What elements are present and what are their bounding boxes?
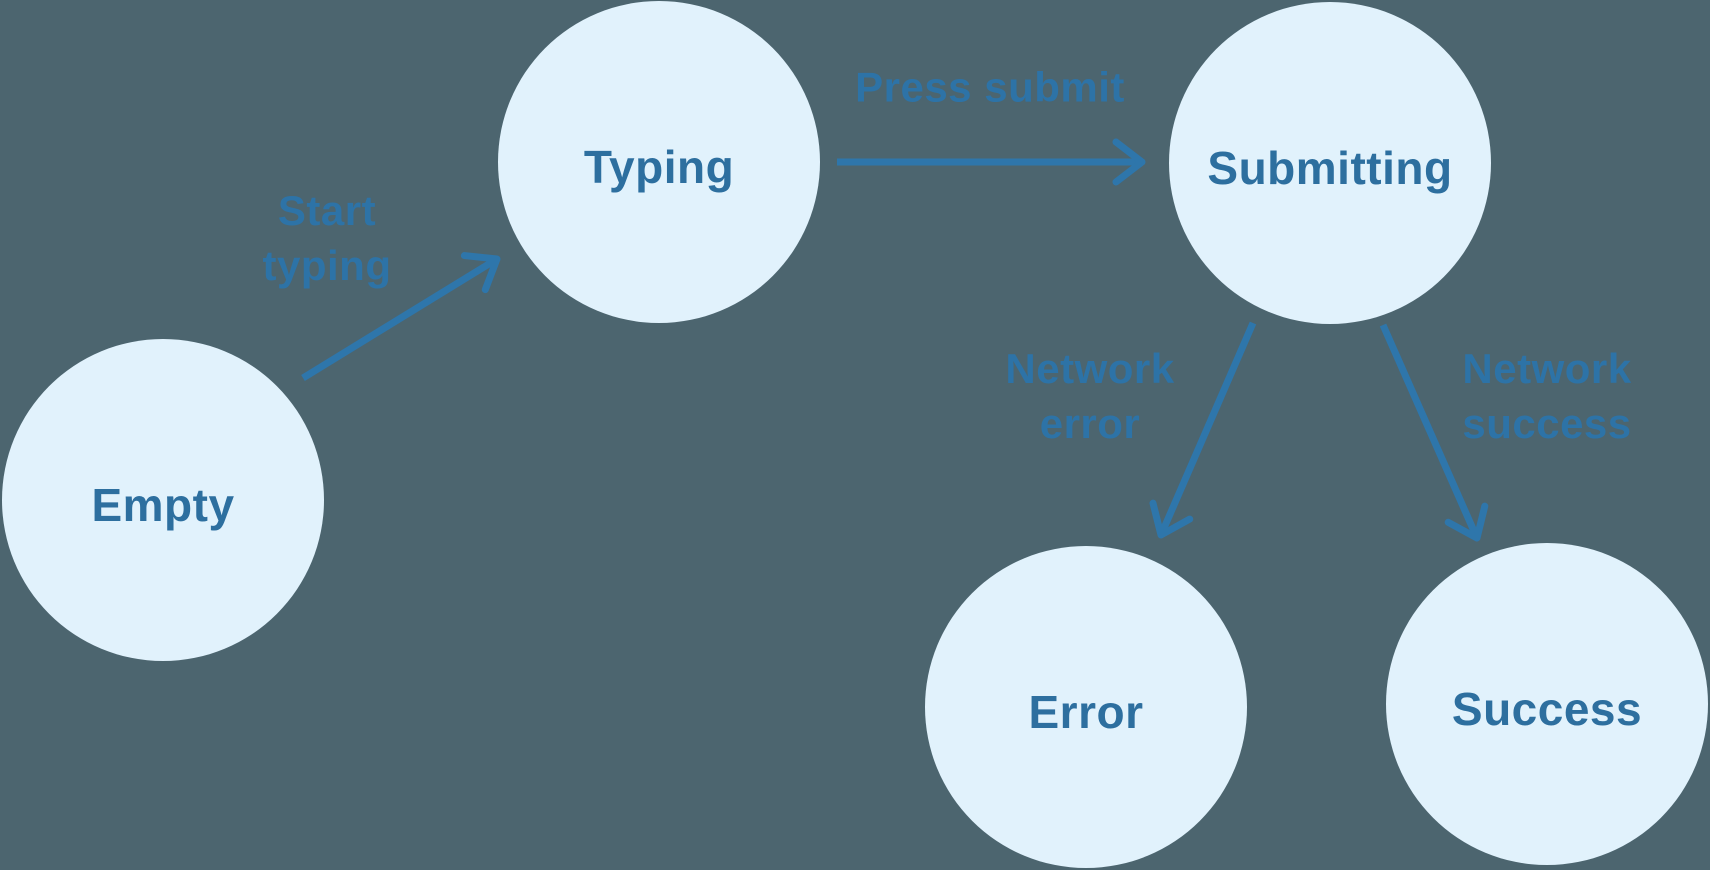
- edge-label-line: typing: [262, 242, 392, 289]
- edge-label-typing-to-submitting: Press submit: [855, 60, 1125, 115]
- edge-submitting-to-error-line: [1159, 321, 1257, 532]
- edge-empty-to-typing-line: [301, 258, 495, 381]
- edge-label-submitting-to-success: Network success: [1462, 341, 1631, 451]
- edge-submitting-to-success-arrowhead-icon: [1444, 502, 1489, 542]
- edge-empty-to-typing-arrowhead-icon: [460, 252, 501, 294]
- edge-label-line: Network: [1005, 345, 1175, 392]
- edge-label-line: Start: [277, 187, 377, 234]
- edge-label-line: Press submit: [855, 63, 1125, 111]
- state-node-label: Empty: [91, 479, 235, 531]
- state-node-label: Submitting: [1207, 142, 1453, 194]
- state-node-label: Error: [1028, 686, 1144, 738]
- edge-label-line: Network: [1462, 345, 1632, 392]
- state-node-error: Error: [925, 546, 1247, 868]
- edge-submitting-to-success-line: [1379, 323, 1479, 535]
- edge-label-empty-to-typing: Start typing: [263, 183, 392, 293]
- state-node-label: Typing: [583, 141, 735, 193]
- state-node-submitting: Submitting: [1169, 2, 1491, 324]
- state-node-empty: Empty: [2, 339, 324, 661]
- edge-label-line: success: [1462, 400, 1632, 447]
- edge-typing-to-submitting-arrowhead-icon: [1112, 138, 1146, 186]
- edge-submitting-to-error-arrowhead-icon: [1149, 499, 1194, 539]
- edge-label-line: error: [1039, 400, 1141, 447]
- state-node-typing: Typing: [498, 1, 820, 323]
- state-node-label: Success: [1451, 683, 1643, 735]
- edge-label-submitting-to-error: Network error: [1005, 341, 1174, 451]
- state-node-success: Success: [1386, 543, 1708, 865]
